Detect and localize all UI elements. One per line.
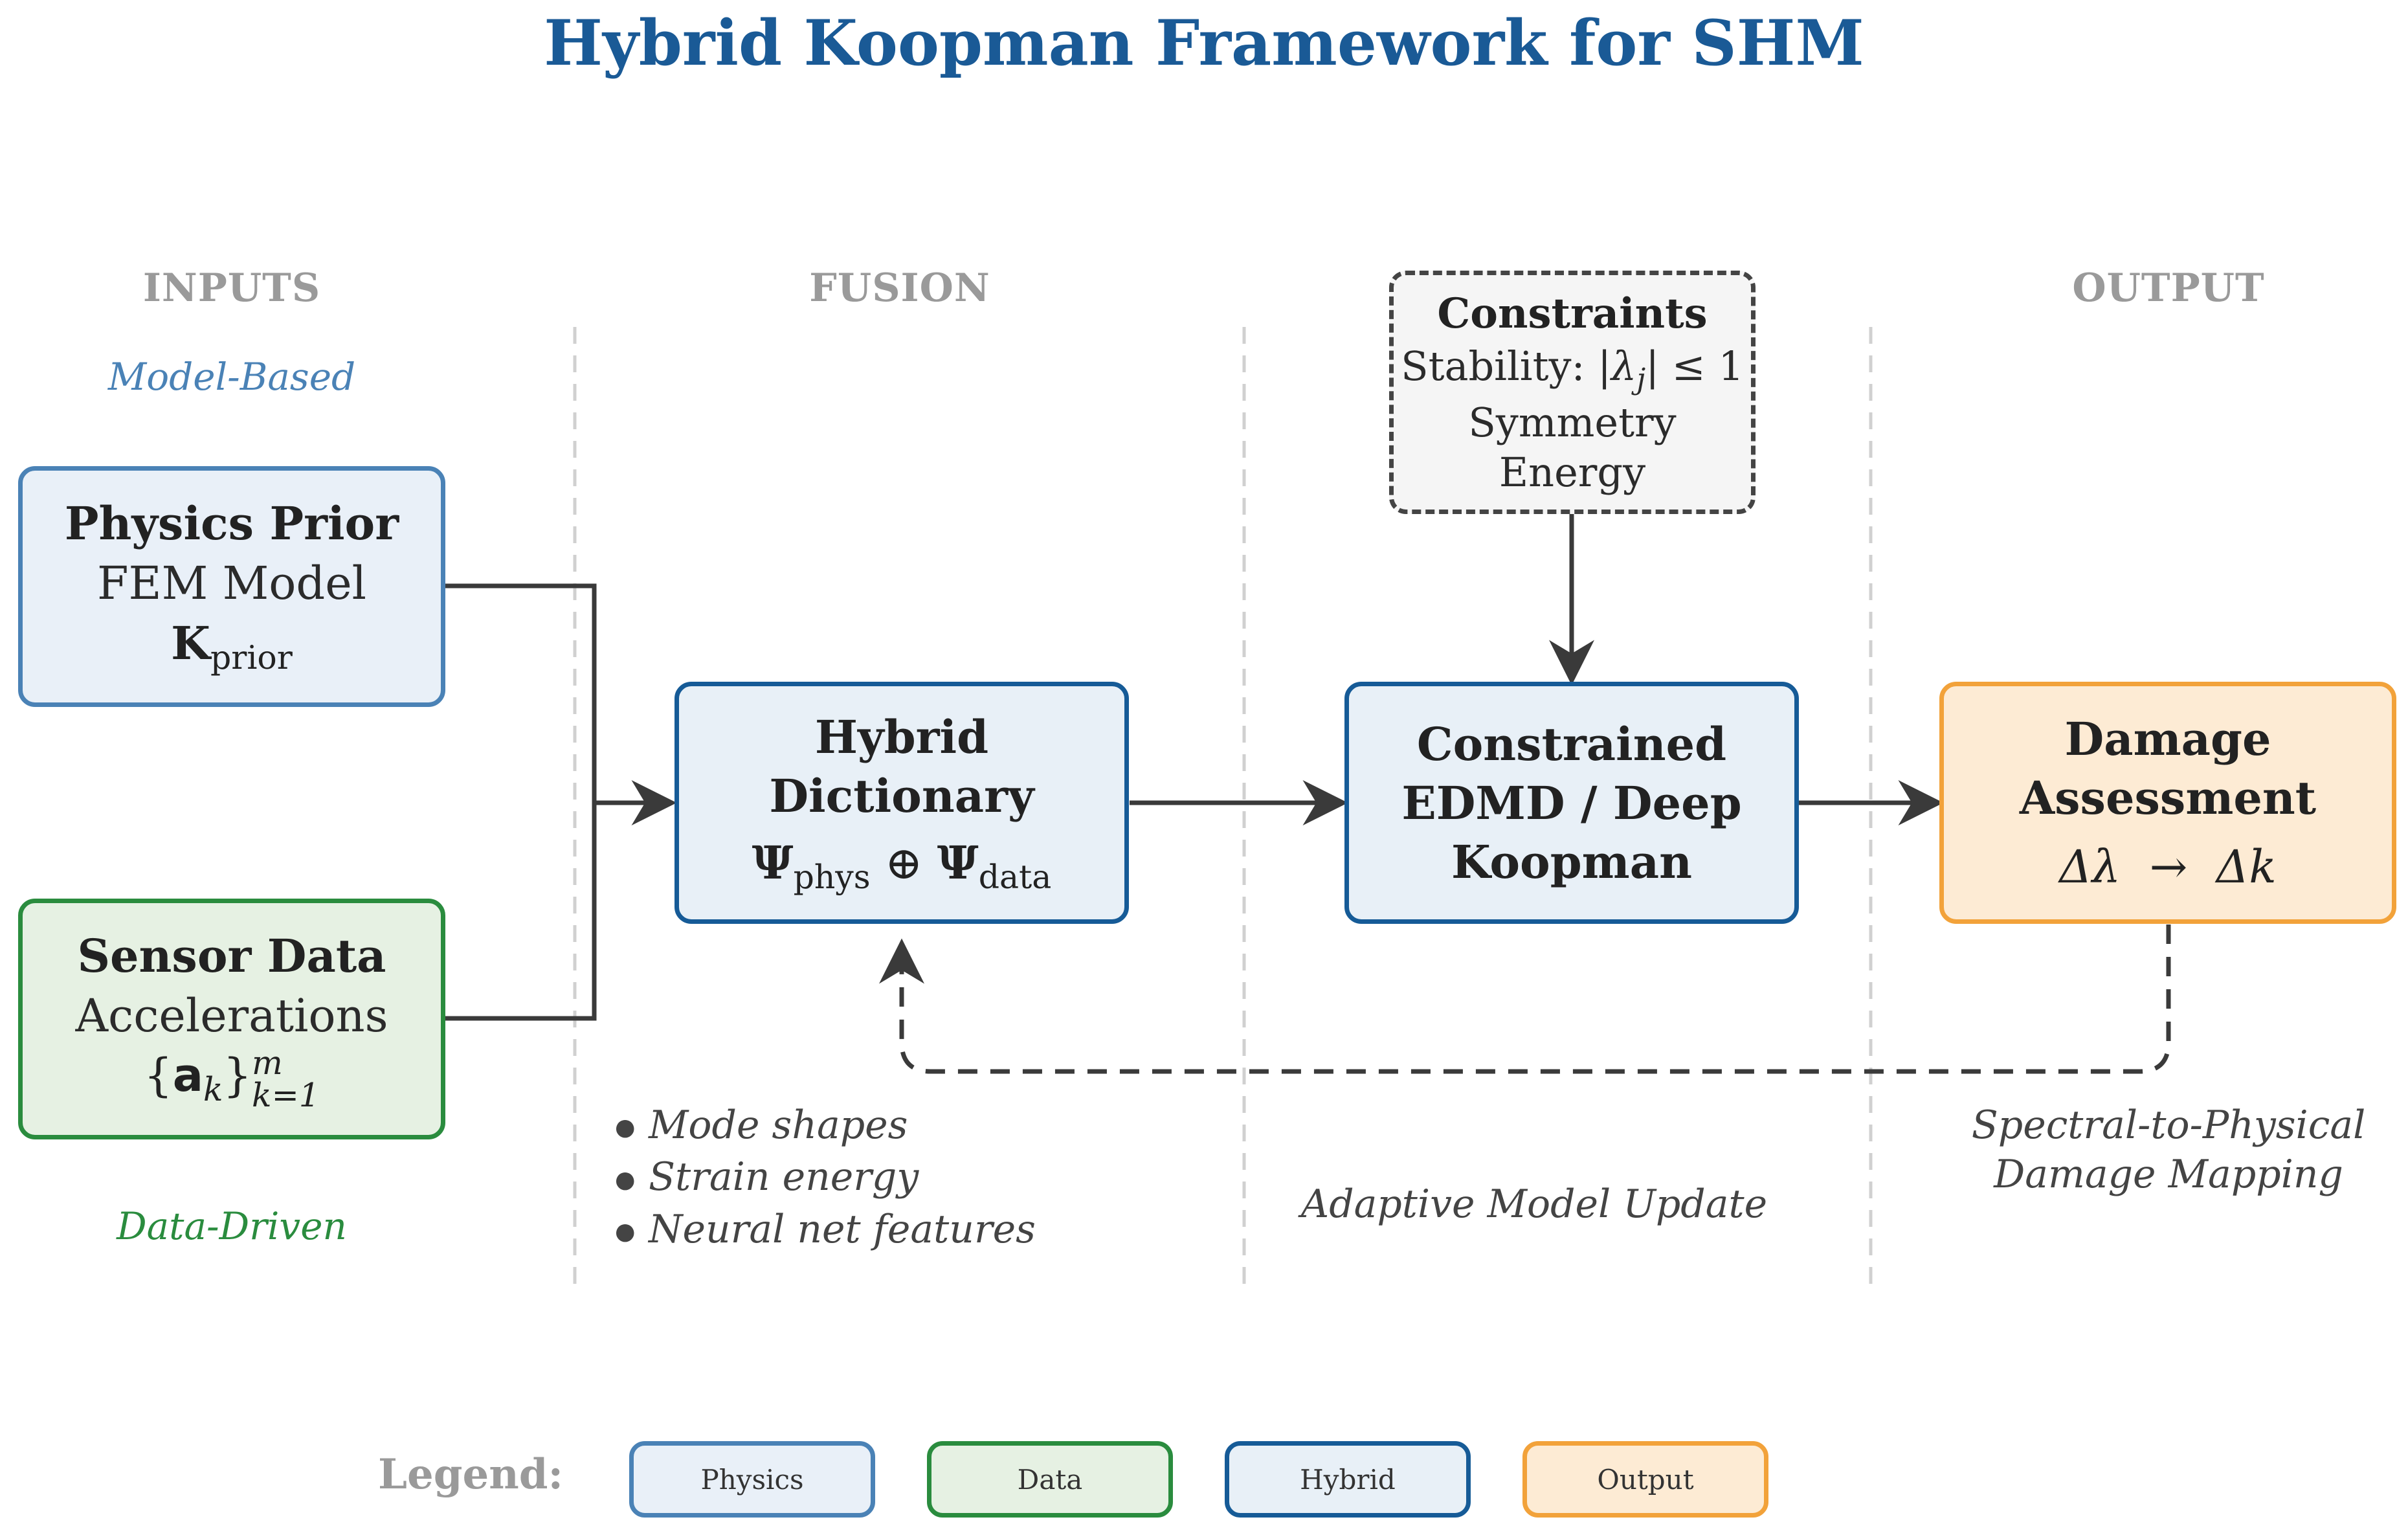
constraints-stability: Stability: |λj| ≤ 1 (1401, 342, 1744, 396)
damage-title-2: Assessment (2019, 770, 2317, 825)
physics-prior-math: Kprior (171, 616, 293, 677)
hybrid-dictionary-box[interactable]: Hybrid Dictionary Ψphys ⊕ Ψdata (674, 682, 1129, 924)
adaptive-update-label: Adaptive Model Update (1300, 1182, 1768, 1227)
list-item: Neural net features (615, 1205, 1036, 1257)
edmd-line-3: Koopman (1451, 835, 1692, 889)
constraints-box[interactable]: Constraints Stability: |λj| ≤ 1 Symmetry… (1389, 271, 1756, 514)
constraints-energy: Energy (1499, 449, 1646, 497)
fusion-bullet-list: Mode shapes Strain energy Neural net fea… (615, 1101, 1036, 1257)
list-item: Strain energy (615, 1152, 1036, 1204)
edmd-line-2: EDMD / Deep (1401, 776, 1742, 830)
legend-label: Legend: (378, 1450, 564, 1499)
list-item: Mode shapes (615, 1101, 1036, 1152)
mapping-line-1: Spectral-to-Physical (1971, 1103, 2366, 1148)
damage-math: Δλ → Δk (2059, 840, 2277, 893)
sensor-data-title: Sensor Data (77, 928, 386, 983)
edmd-line-1: Constrained (1416, 717, 1727, 771)
damage-title-1: Damage (2064, 711, 2271, 766)
legend-hybrid: Hybrid (1225, 1441, 1471, 1518)
page-title: Hybrid Koopman Framework for SHM (544, 6, 1864, 80)
physics-prior-box[interactable]: Physics Prior FEM Model Kprior (18, 466, 445, 707)
legend-output: Output (1522, 1441, 1768, 1518)
label-model-based: Model-Based (107, 355, 356, 399)
legend-physics: Physics (629, 1441, 875, 1518)
column-header-output: OUTPUT (2072, 265, 2265, 311)
column-header-inputs: INPUTS (142, 265, 321, 311)
constraints-symmetry: Symmetry (1468, 398, 1677, 446)
hybrid-dictionary-title-2: Dictionary (769, 768, 1034, 823)
physics-prior-line: FEM Model (96, 556, 367, 610)
column-header-fusion: FUSION (809, 265, 990, 311)
label-data-driven: Data-Driven (117, 1204, 347, 1248)
sensor-connector (444, 803, 597, 1021)
hybrid-dictionary-title-1: Hybrid (814, 710, 989, 764)
mapping-line-2: Damage Mapping (1994, 1152, 2343, 1197)
physics-prior-title: Physics Prior (64, 496, 399, 550)
feedback-arrow (879, 924, 2171, 1074)
psi-data-symbol: Ψ (937, 835, 979, 890)
damage-assessment-box[interactable]: Damage Assessment Δλ → Δk (1939, 682, 2396, 924)
legend-data: Data (927, 1441, 1173, 1518)
hybrid-dictionary-math: Ψphys ⊕ Ψdata (752, 835, 1052, 896)
physics-connector (444, 583, 597, 803)
damage-mapping-label: Spectral-to-Physical Damage Mapping (1910, 1101, 2408, 1199)
edmd-box[interactable]: Constrained EDMD / Deep Koopman (1344, 682, 1799, 924)
constraints-title: Constraints (1437, 289, 1708, 339)
sensor-data-line: Accelerations (75, 989, 388, 1042)
